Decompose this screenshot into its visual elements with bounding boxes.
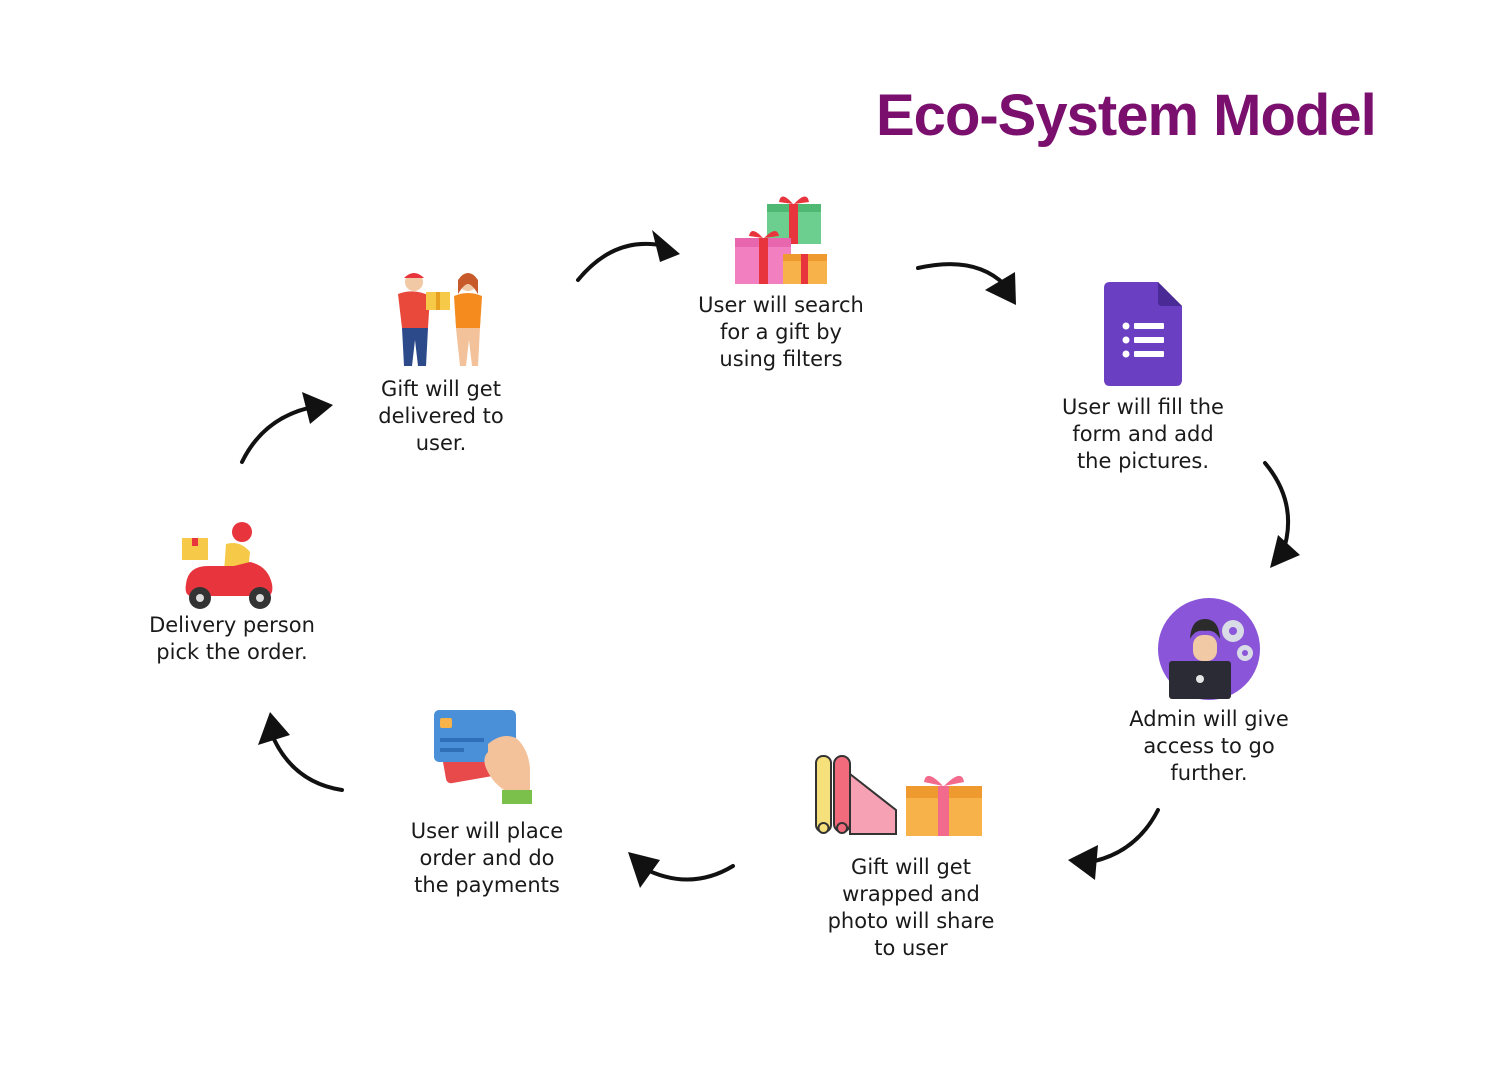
step-label: User will place order and do the payment… — [410, 819, 564, 897]
step-label: User will search for a gift by using fil… — [698, 293, 864, 371]
step-label: Admin will give access to go further. — [1129, 707, 1289, 785]
gift-boxes-icon — [735, 196, 827, 284]
gift-handover-icon — [398, 273, 482, 366]
arrowhead-6 — [258, 712, 290, 745]
step-label: Gift will get delivered to user. — [378, 377, 504, 455]
arrowhead-3 — [1270, 535, 1300, 568]
step-label: User will fill the form and add the pict… — [1062, 395, 1224, 473]
delivery-scooter-icon — [182, 522, 273, 609]
credit-card-icon — [434, 710, 532, 804]
arrow-5 — [641, 864, 735, 882]
wrapping-paper-gift-icon — [815, 755, 982, 836]
arrow-2 — [916, 262, 1007, 287]
arrowhead-2 — [985, 272, 1016, 305]
step-label: Delivery person pick the order. — [149, 613, 315, 664]
form-document-icon — [1104, 282, 1182, 386]
arrow-7 — [240, 404, 320, 464]
admin-laptop-icon — [1158, 598, 1260, 700]
diagram-title: Eco-System Model — [876, 83, 1377, 148]
arrowhead-4 — [1068, 845, 1098, 880]
arrowhead-1 — [652, 230, 680, 262]
arrowhead-7 — [302, 392, 333, 424]
arrowhead-5 — [628, 852, 660, 888]
step-label: Gift will get wrapped and photo will sha… — [827, 855, 995, 960]
arrow-6 — [268, 728, 344, 792]
arrow-1 — [576, 241, 667, 282]
